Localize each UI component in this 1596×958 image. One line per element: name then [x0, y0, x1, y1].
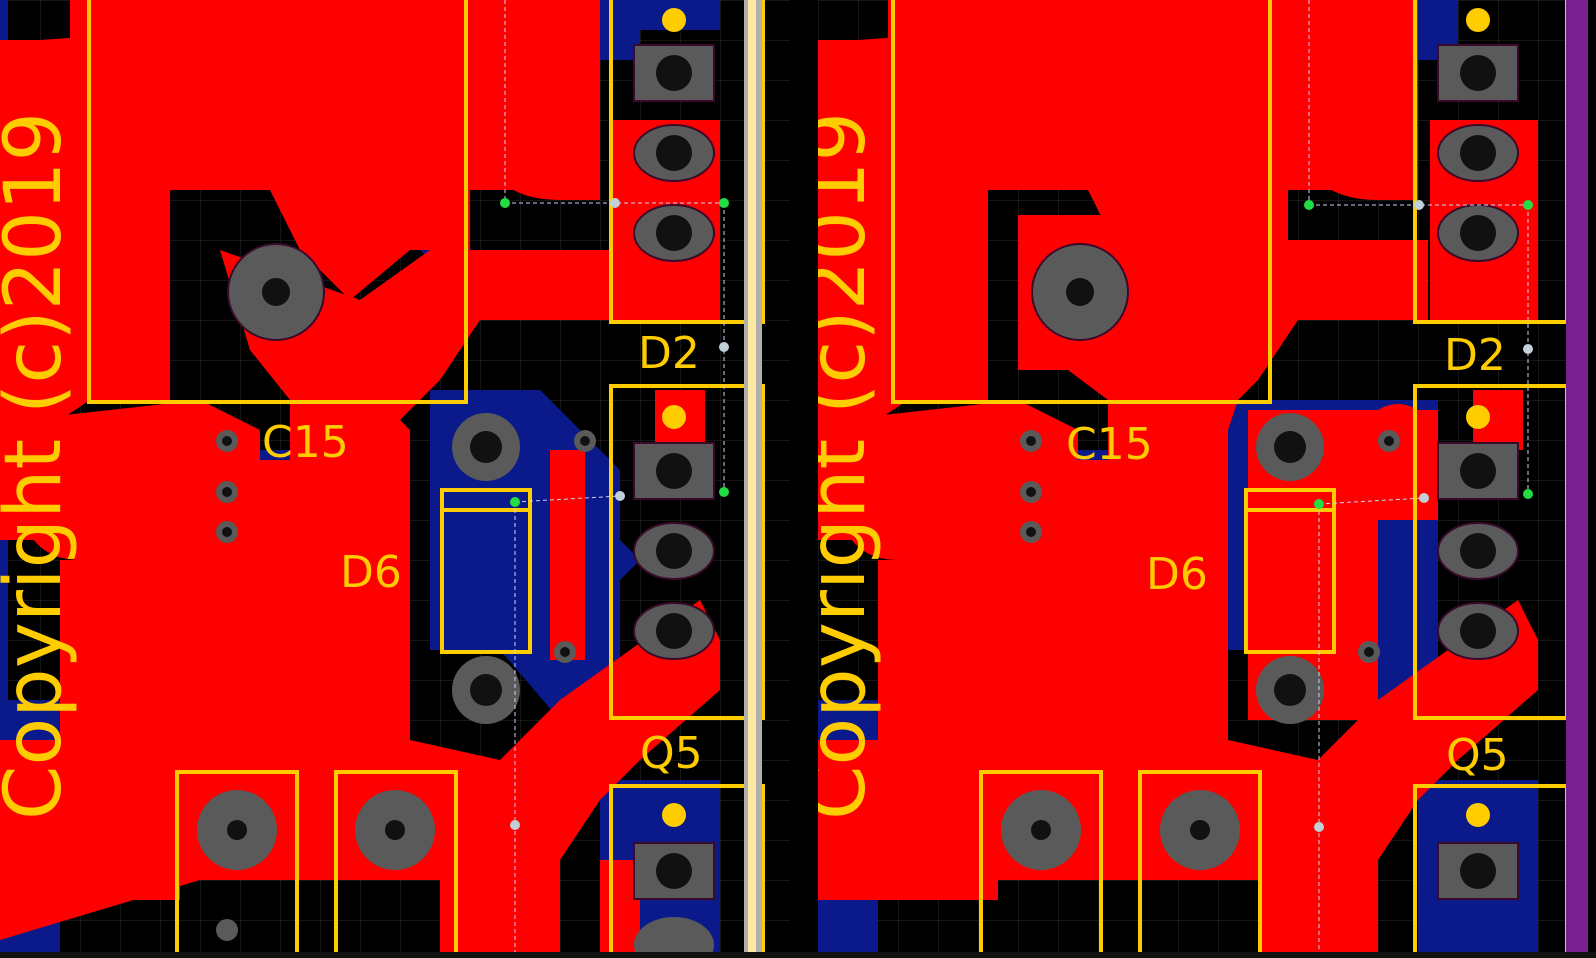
- q5-outline: [609, 384, 765, 720]
- pcb-canvas-left[interactable]: Copyright (c)2019 C15 D6 D2 Q5: [0, 0, 790, 952]
- pcb-canvas-right[interactable]: Copyright (c)2019 C15 D6 D2 Q5: [818, 0, 1588, 952]
- connector-outline-1: [979, 770, 1103, 952]
- copyright-text: Copyright (c)2019: [0, 112, 79, 820]
- status-strip: [0, 952, 1596, 958]
- top-copper-layer: [818, 0, 1538, 952]
- pads: [197, 8, 715, 952]
- connector-outline-1: [175, 770, 299, 952]
- ratsnest-lines: [1308, 0, 1529, 952]
- net-nodes: [1304, 200, 1533, 832]
- designator-c15: C15: [262, 417, 349, 468]
- top-copper-layer: [0, 0, 720, 952]
- designator-q5: Q5: [1446, 730, 1509, 781]
- designator-q5: Q5: [640, 728, 703, 779]
- pcb-viewport-right[interactable]: Copyright (c)2019 C15 D6 D2 Q5: [818, 0, 1588, 952]
- copyright-text: Copyright (c)2019: [818, 112, 883, 820]
- d6-outline: [1244, 488, 1336, 654]
- designator-c15: C15: [1066, 419, 1153, 470]
- designator-d6: D6: [340, 547, 402, 598]
- c15-outline: [87, 0, 468, 404]
- split-divider[interactable]: [790, 0, 818, 952]
- net-nodes: [500, 198, 729, 830]
- board-edge: [1566, 0, 1588, 952]
- pads: [1001, 8, 1519, 900]
- d2-outline: [609, 0, 765, 324]
- connector-outline-2: [1138, 770, 1262, 952]
- designator-d2: D2: [638, 328, 700, 379]
- ratsnest-lines: [504, 0, 725, 952]
- c15-outline: [891, 0, 1272, 404]
- d6-outline: [440, 488, 532, 654]
- designator-d2: D2: [1444, 330, 1506, 381]
- designator-d6: D6: [1146, 549, 1208, 600]
- q5b-outline: [609, 784, 765, 952]
- board-edge-highlight: [748, 0, 756, 952]
- connector-outline-2: [334, 770, 458, 952]
- pcb-viewport-left[interactable]: Copyright (c)2019 C15 D6 D2 Q5: [0, 0, 790, 952]
